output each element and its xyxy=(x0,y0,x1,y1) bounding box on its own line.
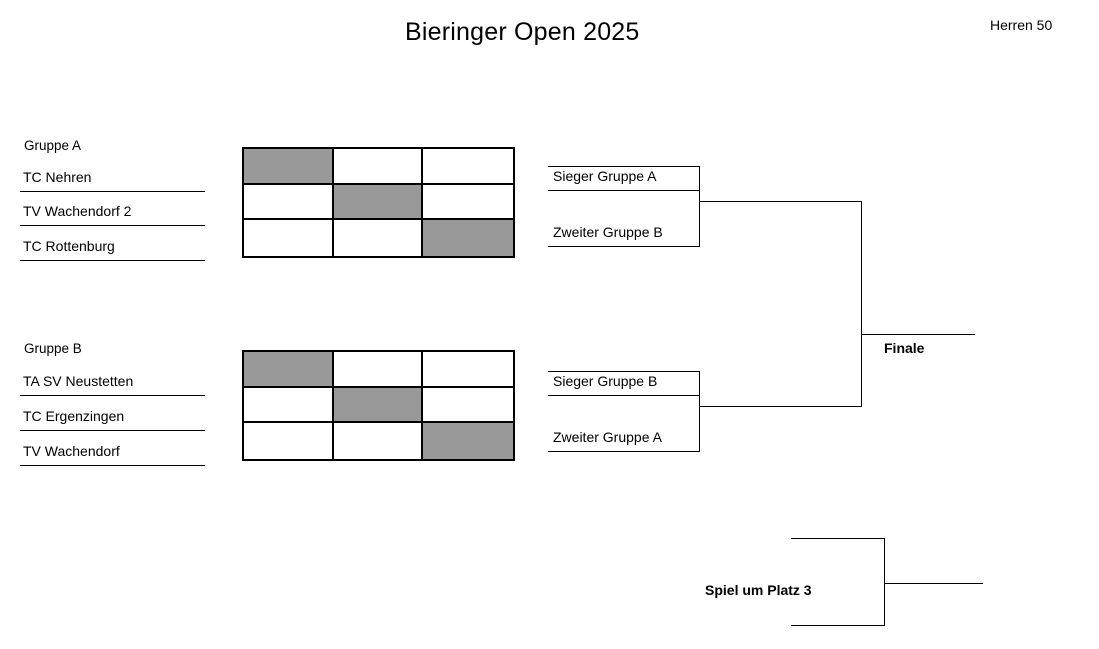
semifinal-1-lower-slot[interactable]: Zweiter Gruppe B xyxy=(548,222,700,247)
third-place-label: Spiel um Platz 3 xyxy=(705,582,812,598)
semifinal-2-lower-slot[interactable]: Zweiter Gruppe A xyxy=(548,427,700,452)
matrix-cell-3-3 xyxy=(423,220,513,256)
category-label: Herren 50 xyxy=(990,17,1053,33)
semifinal-1-lower-label: Zweiter Gruppe B xyxy=(553,224,663,240)
group-a-results-matrix xyxy=(242,147,515,258)
matrix-cell-1-3[interactable] xyxy=(423,352,513,388)
matrix-cell-3-1[interactable] xyxy=(244,220,334,256)
semifinal-2-upper-label: Sieger Gruppe B xyxy=(553,373,658,389)
matrix-cell-2-1[interactable] xyxy=(244,184,334,221)
page-title: Bieringer Open 2025 xyxy=(405,18,640,46)
final-feed-line-bottom xyxy=(700,406,862,407)
group-a-team-row-2: TV Wachendorf 2 xyxy=(20,201,205,226)
group-b-team-row-1: TA SV Neustetten xyxy=(20,371,205,396)
matrix-cell-3-2[interactable] xyxy=(333,220,424,256)
semifinal-1-upper-label: Sieger Gruppe A xyxy=(553,168,657,184)
team-name: TC Nehren xyxy=(23,169,92,185)
semifinal-1-box: Sieger Gruppe A Zweiter Gruppe B xyxy=(548,166,700,247)
group-b-team-row-3: TV Wachendorf xyxy=(20,441,205,466)
matrix-cell-1-2[interactable] xyxy=(333,149,424,185)
third-place-output-line xyxy=(884,583,983,584)
matrix-cell-2-1[interactable] xyxy=(244,387,334,424)
group-b-results-matrix xyxy=(242,350,515,461)
team-name: TC Rottenburg xyxy=(23,238,115,254)
team-name: TA SV Neustetten xyxy=(23,373,134,389)
matrix-cell-2-2 xyxy=(333,184,424,221)
group-a-team-row-1: TC Nehren xyxy=(20,167,205,192)
semifinal-1-upper-slot[interactable]: Sieger Gruppe A xyxy=(548,166,700,191)
matrix-cell-1-1 xyxy=(244,149,334,185)
semifinal-2-upper-slot[interactable]: Sieger Gruppe B xyxy=(548,371,700,396)
semifinal-2-box: Sieger Gruppe B Zweiter Gruppe A xyxy=(548,371,700,452)
matrix-cell-1-3[interactable] xyxy=(423,149,513,185)
matrix-cell-3-3 xyxy=(423,423,513,459)
team-name: TV Wachendorf 2 xyxy=(23,203,132,219)
group-a-label: Gruppe A xyxy=(24,138,82,153)
third-place-feed-line-top xyxy=(791,538,885,539)
matrix-cell-2-3[interactable] xyxy=(423,387,513,424)
team-name: TC Ergenzingen xyxy=(23,408,125,424)
matrix-cell-2-2 xyxy=(333,387,424,424)
matrix-cell-2-3[interactable] xyxy=(423,184,513,221)
group-b-team-row-2: TC Ergenzingen xyxy=(20,406,205,431)
third-place-riser-line xyxy=(884,538,885,626)
third-place-feed-line-bottom xyxy=(791,625,885,626)
team-name: TV Wachendorf xyxy=(23,443,120,459)
matrix-cell-1-2[interactable] xyxy=(333,352,424,388)
matrix-cell-3-2[interactable] xyxy=(333,423,424,459)
final-output-line xyxy=(861,334,975,335)
final-riser-line xyxy=(861,201,862,407)
final-label: Finale xyxy=(884,340,925,356)
final-feed-line-top xyxy=(700,201,862,202)
group-a-team-row-3: TC Rottenburg xyxy=(20,236,205,261)
semifinal-2-lower-label: Zweiter Gruppe A xyxy=(553,429,662,445)
matrix-cell-3-1[interactable] xyxy=(244,423,334,459)
group-b-label: Gruppe B xyxy=(24,341,82,356)
matrix-cell-1-1 xyxy=(244,352,334,388)
